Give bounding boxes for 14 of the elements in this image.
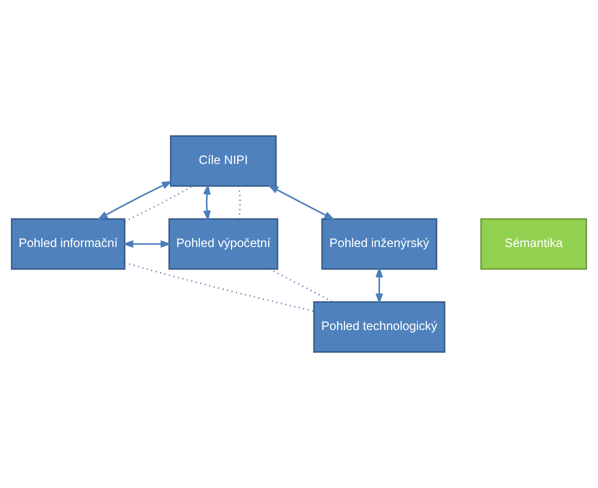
connector <box>124 262 314 312</box>
node-box: Sémantika <box>480 218 588 270</box>
arrow <box>97 180 173 220</box>
node-box: Pohled inženýrský <box>321 218 438 270</box>
node-box: Pohled informační <box>10 218 126 270</box>
node-box: Pohled výpočetní <box>168 218 278 270</box>
node-box: Pohled technologický <box>313 301 446 353</box>
connector <box>269 268 334 303</box>
node-box: Cíle NIPI <box>170 135 277 187</box>
connector <box>124 185 193 222</box>
arrow <box>376 266 384 304</box>
arrow <box>203 184 211 222</box>
arrow <box>268 184 335 220</box>
arrow <box>122 240 172 248</box>
